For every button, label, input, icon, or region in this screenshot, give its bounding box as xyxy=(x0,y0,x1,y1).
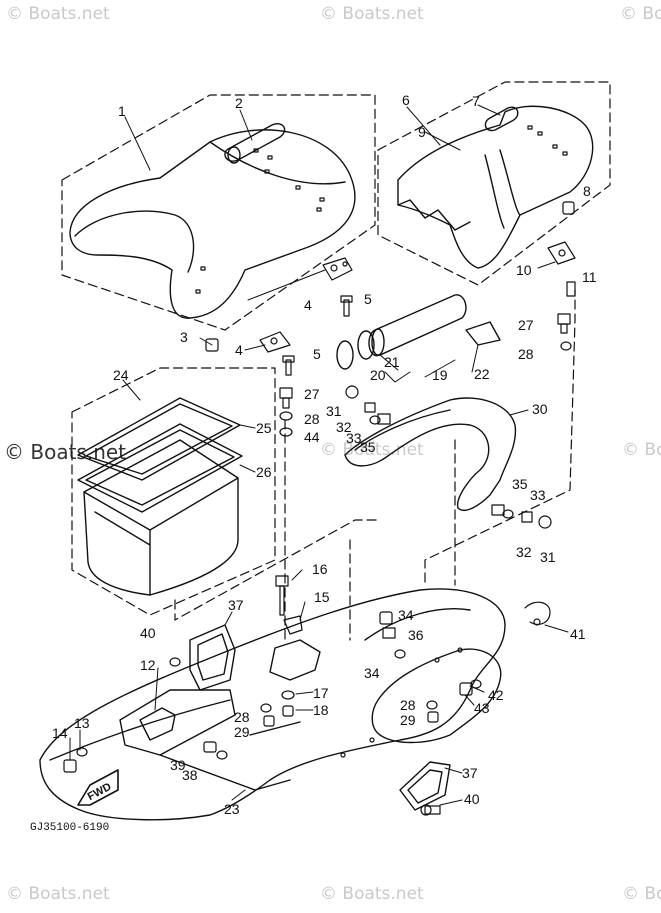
watermark: © Boats.net xyxy=(620,4,661,24)
part-label: 2 xyxy=(235,95,243,111)
grab-handle xyxy=(344,397,517,512)
part-label: 27 xyxy=(304,386,320,402)
deck-dashed-guides xyxy=(174,289,576,641)
part-label: 31 xyxy=(540,549,556,565)
storage-box-dashed-outline xyxy=(71,367,276,616)
tube xyxy=(368,294,467,357)
part-label: 34 xyxy=(364,665,380,681)
part-label: 40 xyxy=(464,791,480,807)
part-label: 39 xyxy=(170,757,186,773)
part-label: 29 xyxy=(234,724,250,740)
latch xyxy=(139,707,176,741)
part-label: 36 xyxy=(408,627,424,643)
part-label: 32 xyxy=(336,419,352,435)
part-label: 29 xyxy=(400,712,416,728)
part-label: 28 xyxy=(400,697,416,713)
part-label: 33 xyxy=(346,430,362,446)
part-label: 10 xyxy=(516,262,532,278)
watermark: © Boats.net xyxy=(6,4,110,24)
gasket xyxy=(77,397,241,481)
seat-front xyxy=(69,129,356,319)
deck-plate-left xyxy=(119,689,236,756)
gasket-lower xyxy=(77,423,243,513)
watermark: © Boats.net xyxy=(6,884,110,904)
part-label: 28 xyxy=(518,346,534,362)
part-label: 15 xyxy=(314,589,330,605)
part-label: 38 xyxy=(182,767,198,783)
part-label: 16 xyxy=(312,561,328,577)
part-label: 43 xyxy=(474,700,490,716)
part-label: 30 xyxy=(532,401,548,417)
drawing-reference: GJ35100-6190 xyxy=(30,822,110,834)
part-label: 34 xyxy=(398,607,414,623)
seat-holes xyxy=(195,148,325,294)
seat-rear-dashed-outline xyxy=(377,81,611,286)
part-label: 5 xyxy=(364,291,372,307)
part-label: 40 xyxy=(140,625,156,641)
part-label: 9 xyxy=(418,124,426,140)
leader-lines xyxy=(69,104,569,806)
part-label: 37 xyxy=(228,597,244,613)
part-label: 12 xyxy=(140,657,156,673)
part-label: 33 xyxy=(530,487,546,503)
part-label: 26 xyxy=(256,464,272,480)
part-label: 27 xyxy=(518,317,534,333)
bracket-lower xyxy=(399,761,451,811)
watermark: © Boats.net xyxy=(622,440,661,460)
part-label: 28 xyxy=(304,411,320,427)
watermark: © Boats.net xyxy=(320,884,424,904)
part-label: 3 xyxy=(180,329,188,345)
part-label: 24 xyxy=(113,367,129,383)
part-label: 7 xyxy=(472,93,480,109)
watermark: © Boats.net xyxy=(320,4,424,24)
ring-21 xyxy=(357,330,375,360)
deck-plate xyxy=(371,648,502,744)
part-label: 13 xyxy=(74,715,90,731)
fwd-arrow xyxy=(77,769,119,806)
part-label: 31 xyxy=(326,403,342,419)
part-label: 22 xyxy=(474,366,490,382)
part-label: 1 xyxy=(118,103,126,119)
part-label: 8 xyxy=(583,183,591,199)
part-label: 4 xyxy=(235,342,243,358)
part-label: 11 xyxy=(582,269,597,285)
part-label: 6 xyxy=(402,92,410,108)
watermark: © Boats.net xyxy=(622,884,661,904)
part-label: 17 xyxy=(313,685,329,701)
part-label: 35 xyxy=(360,439,376,455)
seat-rear-handle xyxy=(484,106,519,132)
part-label: 4 xyxy=(304,297,312,313)
part-label: 18 xyxy=(313,702,329,718)
part-label: 20 xyxy=(370,367,386,383)
watermark: © Boats.net xyxy=(4,440,127,464)
storage-box xyxy=(83,491,151,596)
seat-front-dashed-outline xyxy=(61,94,376,331)
part-label: 14 xyxy=(52,725,68,741)
part-label: 32 xyxy=(516,544,532,560)
part-label: 23 xyxy=(224,801,240,817)
part-label: 37 xyxy=(462,765,478,781)
part-label: 25 xyxy=(256,420,272,436)
part-label: 35 xyxy=(512,476,528,492)
part-label: 19 xyxy=(432,367,448,383)
hardware xyxy=(63,201,576,816)
part-label: 44 xyxy=(304,429,320,445)
part-label: 41 xyxy=(570,626,586,642)
part-label: 5 xyxy=(313,346,321,362)
part-label: 28 xyxy=(234,709,250,725)
hull-deck xyxy=(39,588,506,821)
part-label: 21 xyxy=(384,354,400,370)
ring xyxy=(336,340,354,370)
part-label: 42 xyxy=(488,687,504,703)
seat-handle xyxy=(224,123,286,162)
clip xyxy=(465,321,501,346)
